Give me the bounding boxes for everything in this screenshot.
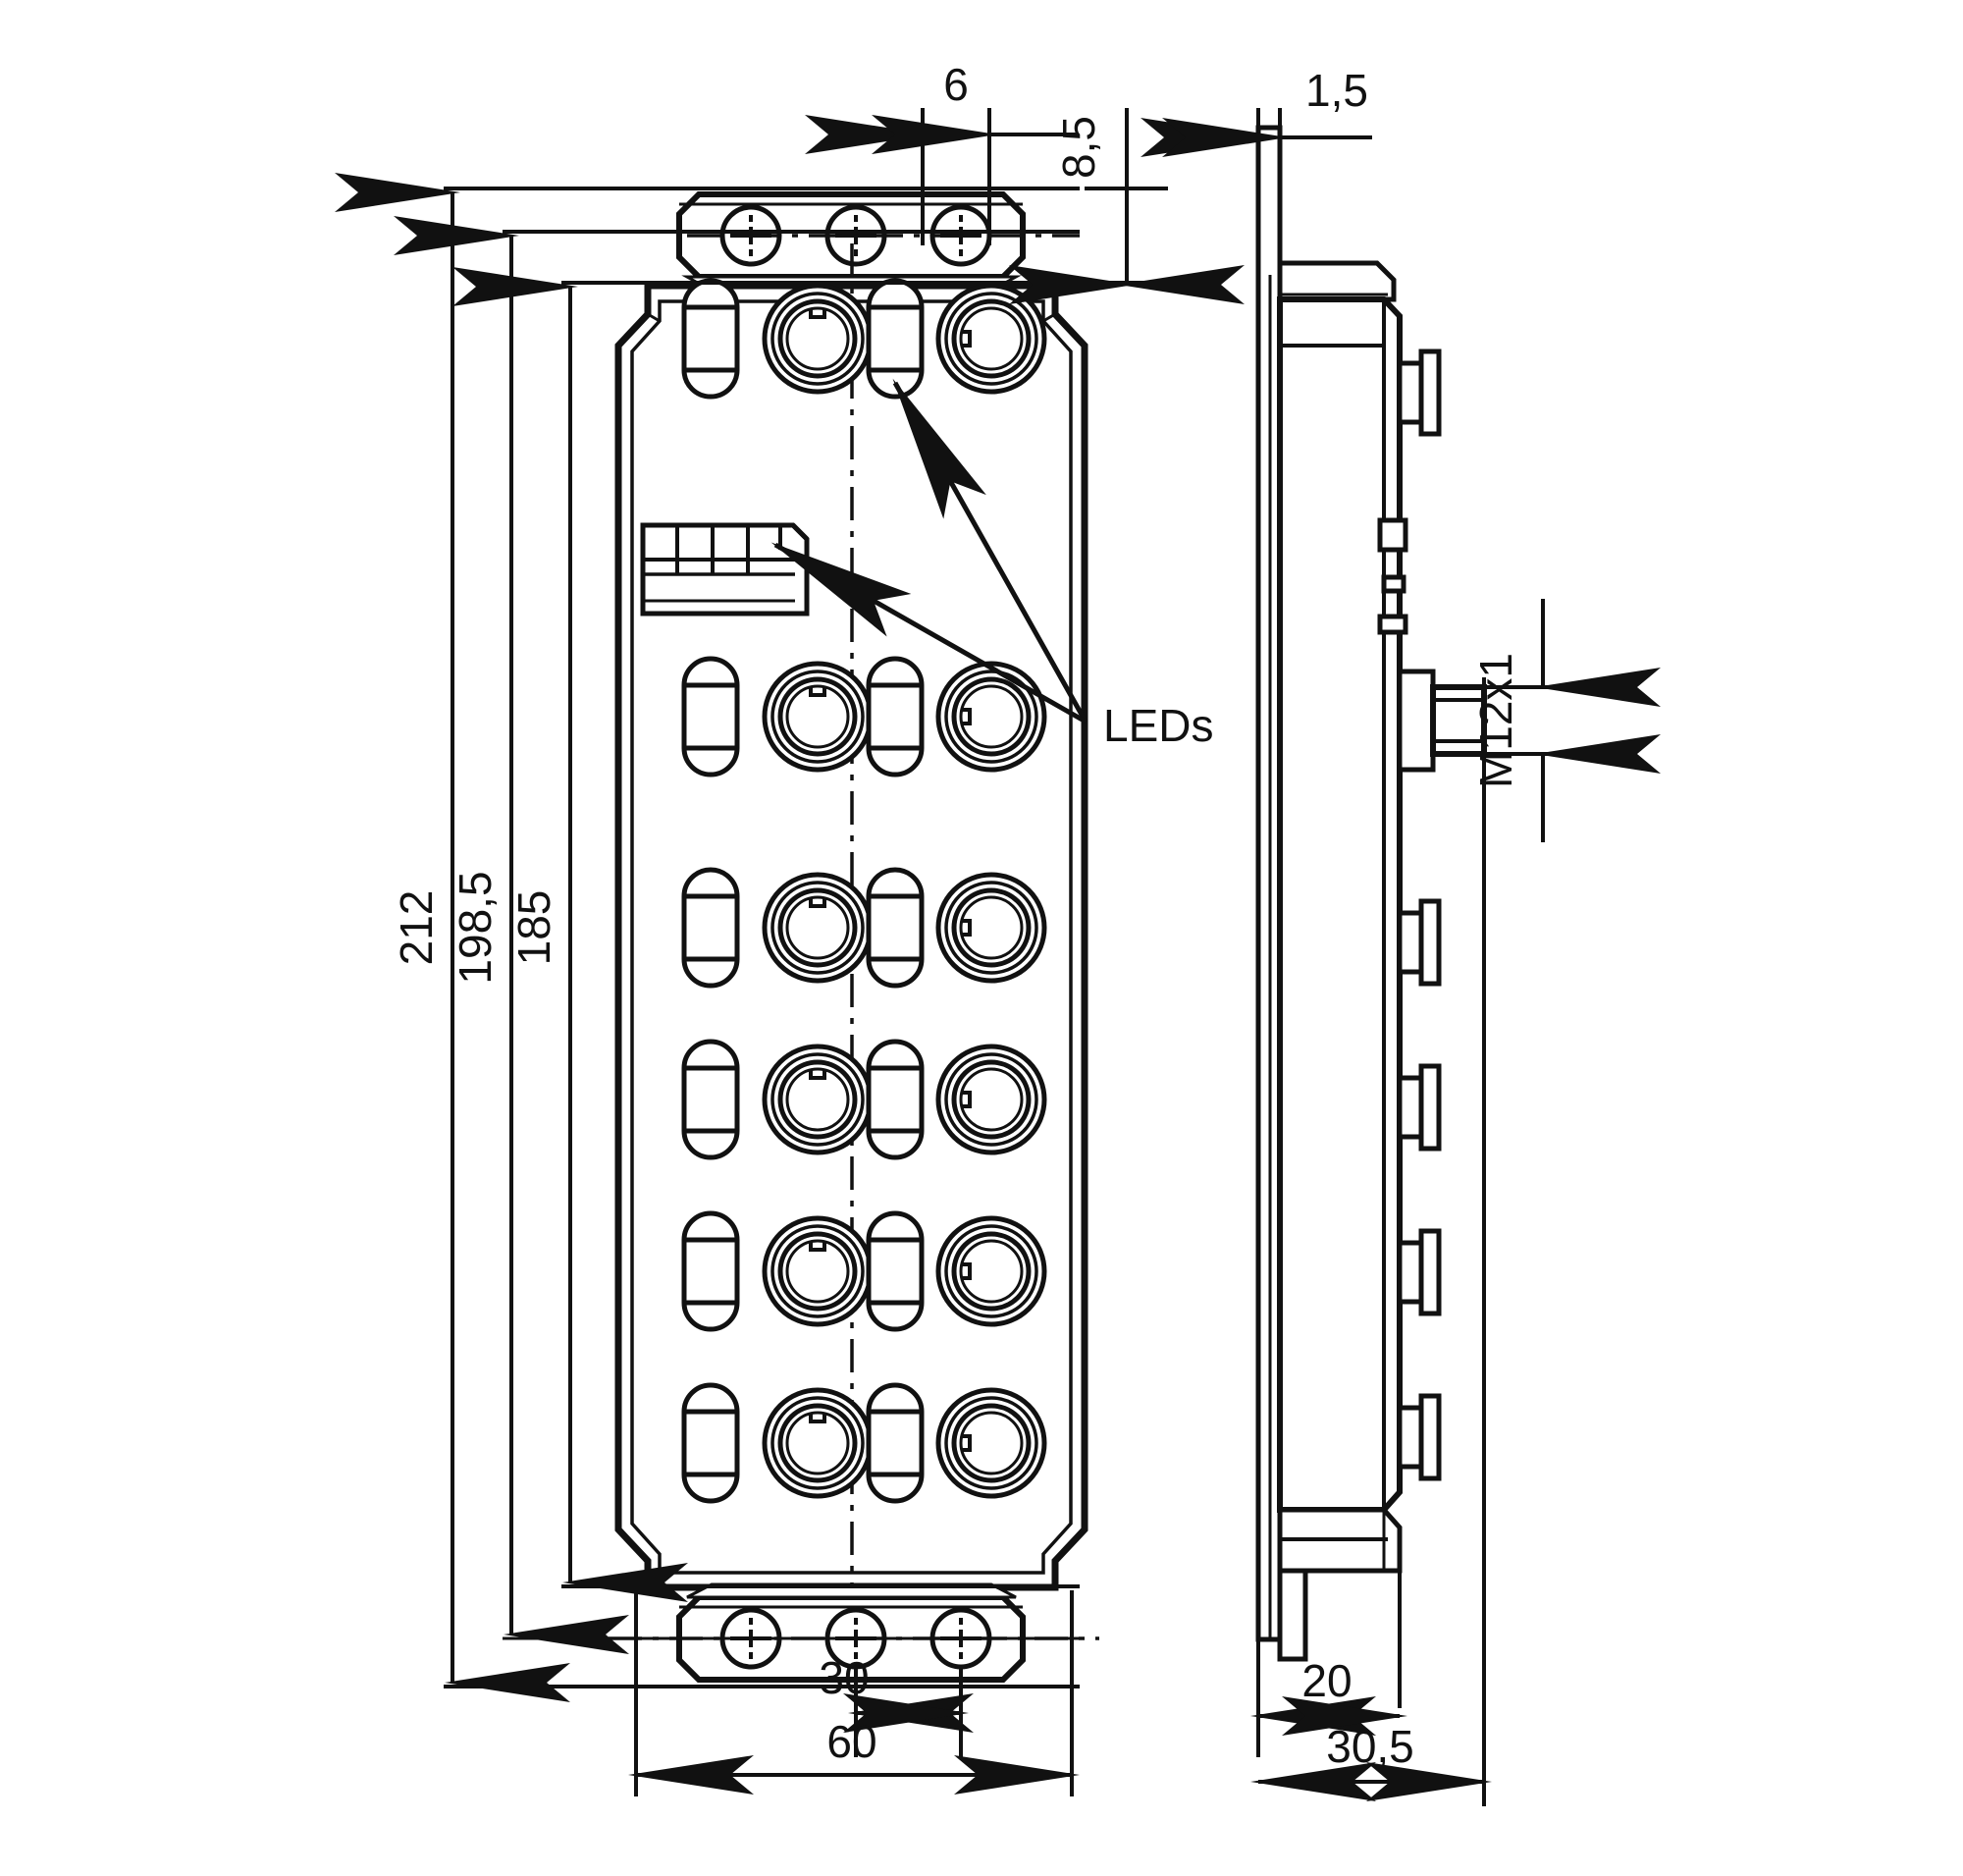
led-slot-5-left [684, 1213, 737, 1329]
dim-group-30: 30 [819, 1652, 974, 1757]
dim-label-30: 30 [819, 1652, 869, 1703]
side-stub-2 [1400, 901, 1439, 984]
m12-connector-3-right [938, 875, 1044, 981]
dim-group-1-5: 1,5 [1141, 65, 1372, 295]
m12-connector-4-left [765, 1046, 871, 1152]
led-slot-4-right [869, 1042, 922, 1157]
dim-group-20: 20 [1250, 1571, 1407, 1757]
dim-label-m12x1: M12x1 [1470, 653, 1521, 788]
m12-thread-stub [1397, 669, 1487, 773]
side-connector-stubs [1377, 351, 1439, 1478]
side-top-flange [1277, 260, 1397, 302]
m12-connector-5-left [765, 1218, 871, 1324]
led-slot-5-right [869, 1213, 922, 1329]
leds-leader-lower [770, 542, 1088, 724]
side-body-profile [1277, 296, 1403, 1513]
dim-label-185: 185 [508, 890, 559, 966]
led-slot-2-right [869, 659, 922, 775]
led-slot-2-left [684, 659, 737, 775]
side-tab-lower [1377, 614, 1408, 635]
led-slot-3-left [684, 870, 737, 986]
dim-label-198-5: 198,5 [450, 871, 501, 984]
top-mounting-flange [676, 191, 1026, 293]
dim-group-8-5: 8,5 [1009, 108, 1245, 304]
m12-connector-6-left [765, 1390, 871, 1496]
side-tab-upper [1377, 517, 1408, 553]
leds-label: LEDs [1103, 700, 1213, 751]
leds-leader-upper [892, 378, 1088, 724]
front-view [609, 191, 1099, 1683]
m12-connector-6-right [938, 1390, 1044, 1496]
dim-group-30-5: 30,5 [1250, 677, 1492, 1806]
dim-label-30-5: 30,5 [1326, 1721, 1414, 1772]
service-label-block [640, 522, 810, 616]
dim-group-60: 60 [628, 1590, 1080, 1796]
led-slot-1-right [869, 281, 922, 397]
side-stub-1 [1400, 351, 1439, 434]
dim-label-8-5: 8,5 [1053, 116, 1104, 179]
mounting-plate [1255, 125, 1283, 1642]
m12-connector-3-left [765, 875, 871, 981]
m12-connector-2-left [765, 664, 871, 770]
led-slot-1-left [684, 281, 737, 397]
leds-annotation: LEDs [770, 378, 1213, 751]
side-stub-5 [1400, 1396, 1439, 1478]
led-slot-6-left [684, 1385, 737, 1501]
dim-label-20: 20 [1301, 1655, 1352, 1706]
dim-label-60: 60 [826, 1716, 876, 1767]
dim-label-212: 212 [391, 890, 442, 966]
dim-label-1-5: 1,5 [1305, 65, 1368, 116]
dim-label-6: 6 [943, 59, 969, 110]
m12-connector-1-right [938, 286, 1044, 392]
led-slot-3-right [869, 870, 922, 986]
m12-stub-base [1397, 669, 1436, 773]
m12-connector-2-right [938, 664, 1044, 770]
side-stub-4 [1400, 1231, 1439, 1313]
m12-connector-5-right [938, 1218, 1044, 1324]
dim-group-m12x1: M12x1 [1470, 599, 1661, 842]
side-tab-mid [1381, 574, 1406, 594]
side-stub-3 [1400, 1066, 1439, 1149]
led-slot-6-right [869, 1385, 922, 1501]
side-view [1255, 125, 1487, 1662]
m12-connector-4-right [938, 1046, 1044, 1152]
dim-group-6: 6 [805, 59, 1078, 245]
side-bottom-flange [1277, 1507, 1403, 1662]
led-slot-4-left [684, 1042, 737, 1157]
m12-connector-1-left [765, 286, 871, 392]
vertical-dimension-stack: 212 198,5 185 [335, 173, 1080, 1702]
